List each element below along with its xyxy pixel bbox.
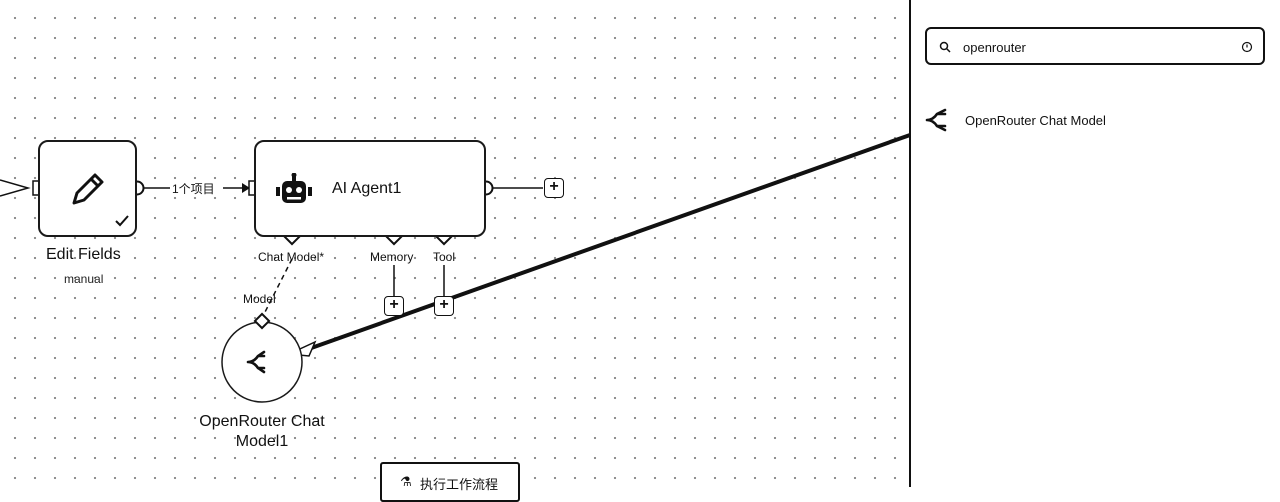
openrouter-node-title: OpenRouter Chat Model1 <box>180 412 344 452</box>
drag-line <box>299 133 909 354</box>
openrouter-title-line1: OpenRouter Chat <box>199 413 325 430</box>
model-port-label: Model <box>243 292 276 306</box>
openrouter-title-line2: Model1 <box>235 433 289 450</box>
openrouter-icon <box>246 350 266 374</box>
execute-workflow-label: 执行工作流程 <box>420 477 499 492</box>
search-input[interactable]: openrouter <box>963 40 1026 55</box>
flask-icon: ⚗ <box>400 474 412 489</box>
incoming-connection <box>0 179 31 197</box>
model-dashed-connection <box>261 258 293 319</box>
search-icon <box>939 41 951 53</box>
add-node-button[interactable]: + <box>544 178 564 198</box>
openrouter-node[interactable] <box>221 321 303 403</box>
execute-workflow-button[interactable]: ⚗ 执行工作流程 <box>380 462 520 502</box>
tool-port-label: Tool <box>433 250 456 264</box>
arrow-head <box>242 183 250 193</box>
checkmark-icon <box>115 215 129 227</box>
ai-agent-title: AI Agent1 <box>332 180 402 197</box>
connection-layer <box>0 133 909 403</box>
node-creator-panel <box>909 0 1280 487</box>
model-input-port[interactable] <box>253 312 271 330</box>
edit-fields-subtitle: manual <box>64 272 104 286</box>
workflow-canvas[interactable]: Edit Fields manual 1个项目 AI Agent1 Chat M… <box>0 0 909 502</box>
add-memory-button[interactable]: + <box>384 296 404 316</box>
search-field[interactable]: openrouter <box>925 27 1265 65</box>
clear-icon[interactable] <box>1241 41 1253 53</box>
add-tool-button[interactable]: + <box>434 296 454 316</box>
edit-fields-title: Edit Fields <box>46 246 121 263</box>
search-result-label: OpenRouter Chat Model <box>965 113 1106 128</box>
chat-model-port-label: Chat Model* <box>258 250 325 264</box>
robot-icon <box>276 173 312 203</box>
pencil-icon <box>72 173 104 205</box>
edit-fields-node[interactable] <box>38 140 137 237</box>
ai-agent-node[interactable]: AI Agent1 <box>254 140 486 237</box>
search-result-item[interactable]: OpenRouter Chat Model <box>909 97 1280 145</box>
connection-item-count: 1个项目 <box>172 182 215 196</box>
memory-port-label: Memory <box>370 250 414 264</box>
openrouter-icon <box>925 108 947 132</box>
